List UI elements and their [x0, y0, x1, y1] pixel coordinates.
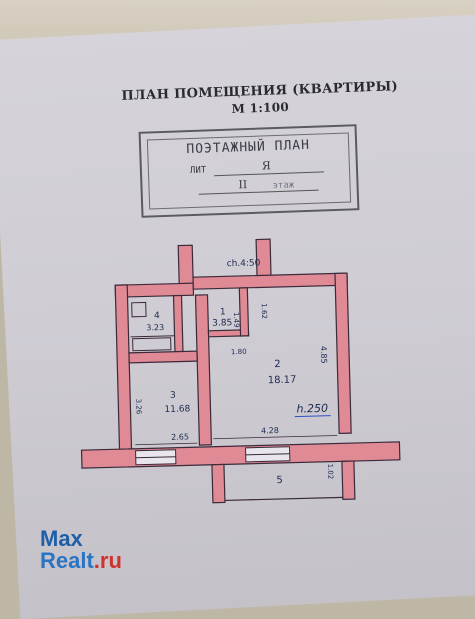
- room4-divider: [130, 335, 175, 338]
- dim-2-65: 2.65: [171, 432, 189, 441]
- bath-fixture: [132, 337, 172, 352]
- balcony-wall-left: [211, 463, 226, 504]
- room3-number: 3: [170, 391, 176, 401]
- dimension-lines: [135, 435, 338, 446]
- plan-walls: [80, 238, 401, 469]
- dim-1-49: 1.49: [232, 312, 240, 328]
- logo-max: Max: [40, 526, 83, 551]
- windows: [135, 446, 291, 466]
- wall-hall-left: [172, 294, 184, 353]
- room4-fixtures: [130, 301, 175, 352]
- dim-line-room3-width: [135, 442, 198, 446]
- window-room2-line: [245, 453, 290, 456]
- dim-3-26: 3.26: [134, 399, 142, 415]
- toilet-fixture: [131, 301, 147, 318]
- logo-ru: .ru: [93, 548, 122, 573]
- balcony-room5: [211, 460, 356, 504]
- balcony-edge: [224, 496, 343, 502]
- room4-number: 4: [154, 311, 160, 321]
- room1-number: 1: [220, 307, 226, 317]
- room3-area: 11.68: [164, 404, 190, 415]
- room2-number: 2: [274, 359, 281, 370]
- window-room3-line: [135, 456, 176, 459]
- logo-realt: Realt: [40, 548, 94, 573]
- dim-line-room2-width: [213, 435, 338, 440]
- ceiling-mark: ch.4:50: [227, 258, 261, 269]
- maxrealt-logo: Max Realt.ru: [40, 528, 122, 572]
- wall-left: [114, 284, 133, 454]
- room5-number: 5: [276, 475, 283, 486]
- dim-1-80: 1.80: [231, 348, 247, 356]
- wall-interior-vertical: [194, 294, 213, 446]
- height-mark-underline: [294, 415, 331, 418]
- balcony-wall-right: [341, 460, 356, 500]
- height-mark: h.250: [296, 402, 328, 416]
- room1-area: 3.85: [212, 318, 232, 329]
- wall-room4-bottom: [128, 350, 198, 364]
- room2-area: 18.17: [268, 375, 297, 387]
- floor-plan-drawing: ch.4:50 1 3.85 2 18.17 3 11.68 4 3.23 5 …: [80, 238, 401, 504]
- wall-room1-right: [238, 287, 250, 337]
- dim-4-28: 4.28: [261, 426, 279, 435]
- wall-top-right: [192, 272, 348, 290]
- dim-4-85: 4.85: [319, 346, 328, 364]
- dim-1-62: 1.62: [260, 303, 268, 319]
- wall-right: [334, 272, 352, 435]
- dim-1-02: 1.02: [326, 464, 334, 480]
- room4-area: 3.23: [146, 323, 164, 332]
- wall-stub-left: [177, 244, 194, 285]
